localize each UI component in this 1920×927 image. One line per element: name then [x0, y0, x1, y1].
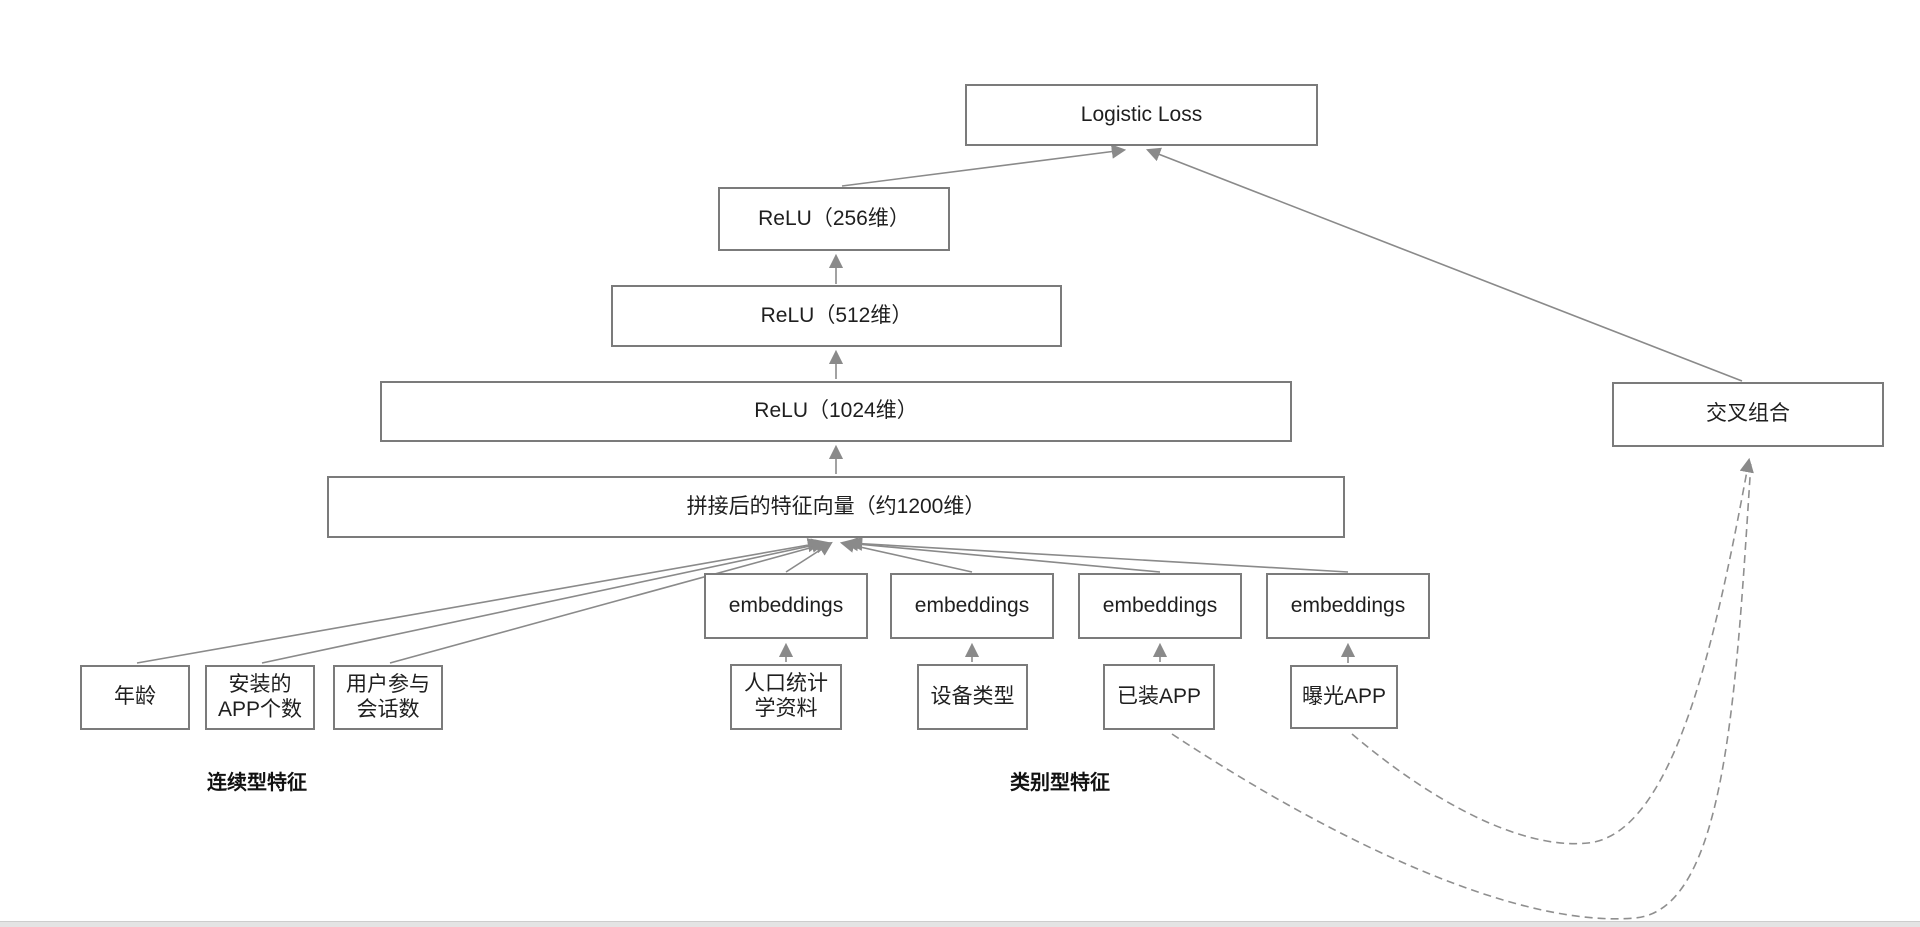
node-feature-age: 年龄: [80, 665, 190, 730]
bottom-edge-bar: [0, 921, 1920, 927]
label-continuous-features: 连续型特征: [207, 772, 307, 794]
node-embedding-4: embeddings: [1266, 573, 1430, 639]
node-relu-512: ReLU（512维）: [611, 285, 1062, 347]
node-feature-sessions: 用户参与 会话数: [333, 665, 443, 730]
arrow-cross-to-loss: [1145, 147, 1743, 382]
node-cross-product: 交叉组合: [1612, 382, 1884, 447]
node-concat-vector: 拼接后的特征向量（约1200维）: [327, 476, 1345, 538]
node-relu-256: ReLU（256维）: [718, 187, 950, 251]
node-relu-1024: ReLU（1024维）: [380, 381, 1292, 442]
node-feature-installed-count: 安装的 APP个数: [205, 665, 315, 730]
node-embedding-2: embeddings: [890, 573, 1054, 639]
node-feature-installed-apps: 已装APP: [1103, 664, 1215, 730]
node-embedding-1: embeddings: [704, 573, 868, 639]
label-categorical-features: 类别型特征: [1010, 772, 1110, 794]
arrow-relu256-to-loss: [841, 144, 1127, 187]
arrow-emb3-to-concat: [843, 536, 1161, 573]
node-logistic-loss: Logistic Loss: [965, 84, 1318, 146]
arrow-sessions-to-concat: [389, 539, 831, 664]
arrow-emb2-to-concat: [839, 538, 973, 573]
arrow-installedcount-to-concat: [261, 538, 827, 664]
arrow-emb4-to-concat: [847, 536, 1349, 573]
arrow-age-to-concat: [136, 538, 823, 664]
arrow-emb1-to-concat: [785, 541, 833, 573]
node-embedding-3: embeddings: [1078, 573, 1242, 639]
dashed-impressionapps-to-cross: [1351, 457, 1754, 845]
node-feature-demographics: 人口统计 学资料: [730, 664, 842, 730]
node-feature-device-type: 设备类型: [917, 664, 1028, 730]
node-feature-impression-apps: 曝光APP: [1290, 665, 1398, 729]
